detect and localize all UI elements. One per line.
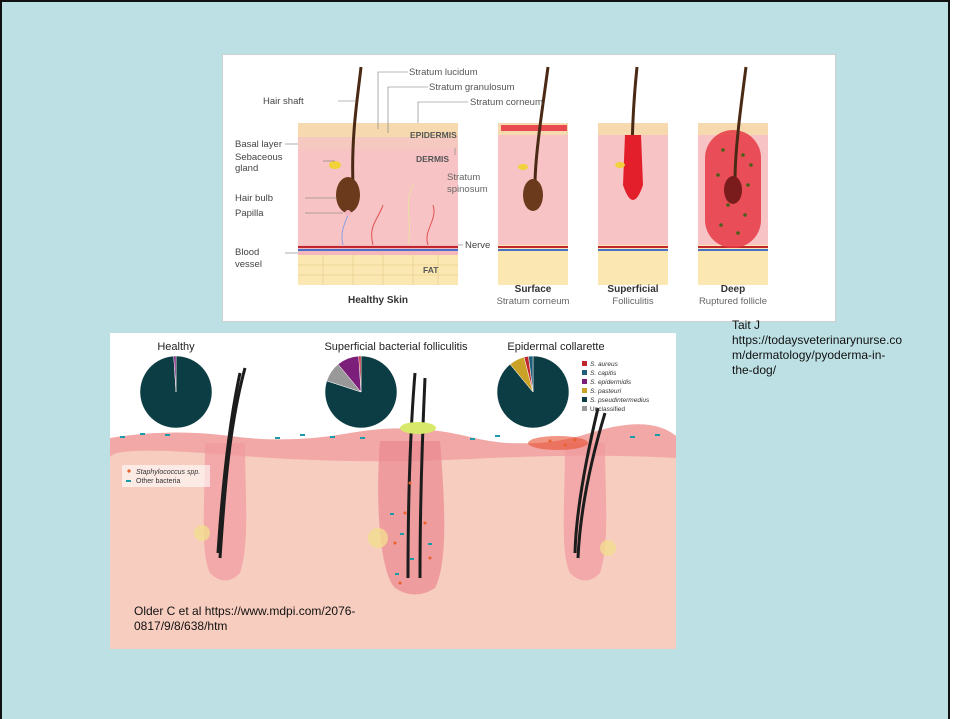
pyoderma-depth-diagram: Stratum lucidum Stratum granulosum Strat… [222,54,836,322]
legend-staph: Staphylococcus spp. [136,469,200,476]
panel-subtitle-deep: Ruptured follicle [699,296,767,307]
label-fat: FAT [423,265,439,275]
species-legend: S. aureus S. capitis S. epidermidis S. past… [582,361,650,413]
label-sebaceous-gland-2: gland [235,163,258,174]
deep-block [698,67,768,285]
staph-dot-icon [127,469,130,472]
title-healthy: Healthy [157,341,195,353]
citation-tait-line2: https://todaysveterinarynurse.co [732,333,952,348]
label-stratum-spinosum-2: spinosum [447,184,488,195]
other-bacteria-icon [126,480,131,482]
citation-tait-line3: m/dermatology/pyoderma-in- [732,348,952,363]
label-stratum-granulosum: Stratum granulosum [429,82,515,93]
citation-older-line2: 0817/9/8/638/htm [134,619,434,634]
legend-swatch [582,379,587,384]
skin-layers-illustration: Stratum lucidum Stratum granulosum Strat… [223,55,835,321]
microbiome-diagram: Healthy Superficial bacterial folliculit… [110,333,676,649]
panel-title-deep: Deep [721,284,745,295]
legend-label: S. capitis [590,370,617,377]
label-stratum-lucidum: Stratum lucidum [409,67,478,78]
citation-tait-line1: Tait J [732,318,952,333]
citation-older-line1: Older C et al https://www.mdpi.com/2076- [134,604,434,619]
bacterial-folliculitis-illustration: Healthy Superficial bacterial folliculit… [110,333,676,649]
legend-label: S. pseudintermedius [590,397,650,404]
panel-subtitle-superficial: Folliculitis [612,296,653,307]
panel-title-surface: Surface [515,284,552,295]
legend-label: S. aureus [590,361,619,368]
label-nerve: Nerve [465,240,490,251]
panel-title-healthy: Healthy Skin [348,295,408,306]
panel-title-superficial: Superficial [607,284,658,295]
title-epidermal-collarette: Epidermal collarette [507,341,604,353]
legend-swatch [582,370,587,375]
legend-swatch [582,406,587,411]
citation-tait: Tait J https://todaysveterinarynurse.co … [732,318,952,378]
legend-label: S. pasteuri [590,388,622,395]
label-dermis: DERMIS [416,154,449,164]
label-blood-vessel-1: Blood [235,247,259,258]
label-papilla: Papilla [235,208,264,219]
label-epidermis: EPIDERMIS [410,130,457,140]
title-superficial-folliculitis: Superficial bacterial folliculitis [324,341,468,353]
legend-swatch [582,388,587,393]
panel-subtitle-surface: Stratum corneum [497,296,570,307]
citation-tait-line4: the-dog/ [732,363,952,378]
label-blood-vessel-2: vessel [235,259,262,270]
label-stratum-spinosum-1: Stratum [447,172,480,183]
legend-label: S. epidermidis [590,379,632,386]
label-stratum-corneum: Stratum corneum [470,97,543,108]
label-hair-bulb: Hair bulb [235,193,273,204]
legend-swatch [582,361,587,366]
label-basal-layer: Basal layer [235,139,282,150]
superficial-block [598,67,668,285]
legend-label: Unclassified [590,406,625,413]
legend-other-bacteria: Other bacteria [136,478,180,485]
pie-charts [140,356,569,428]
citation-older: Older C et al https://www.mdpi.com/2076-… [134,604,434,634]
label-sebaceous-gland-1: Sebaceous [235,152,283,163]
label-hair-shaft: Hair shaft [263,96,304,107]
legend-swatch [582,397,587,402]
bacteria-legend: Staphylococcus spp. Other bacteria [122,465,210,487]
